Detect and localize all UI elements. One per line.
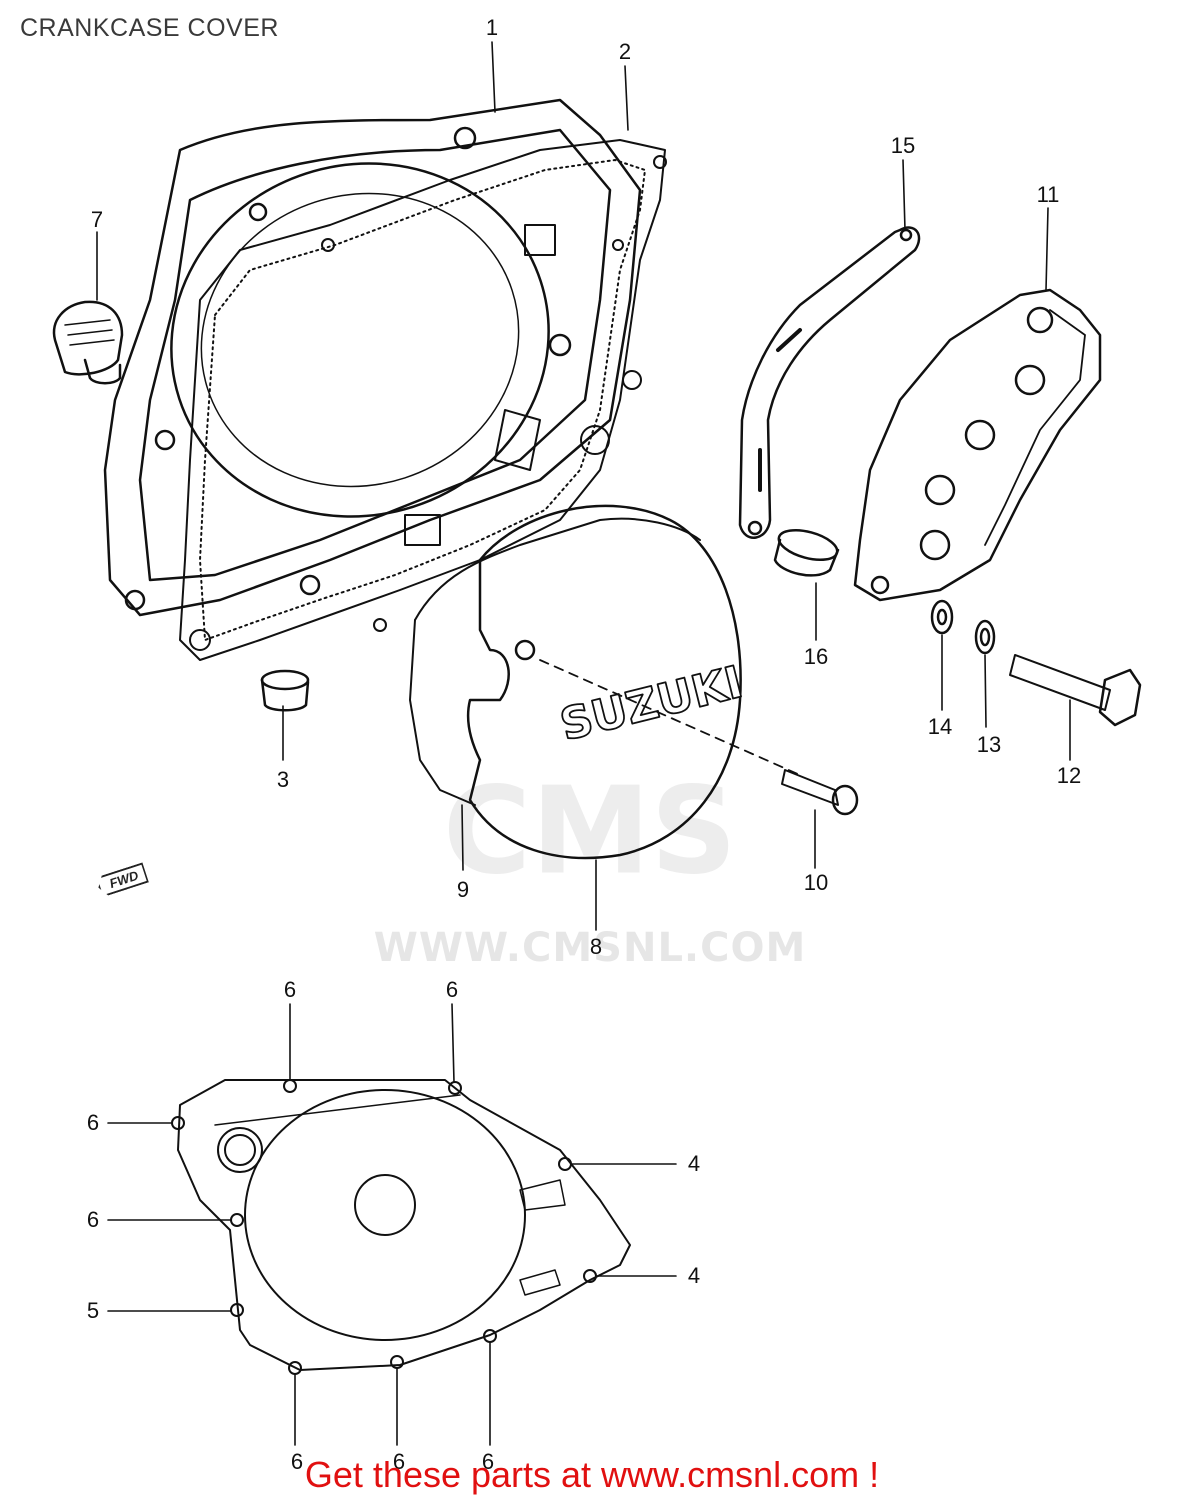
bracket-strap	[738, 226, 921, 539]
callout-15: 15	[890, 133, 916, 158]
lock-washer	[974, 619, 996, 655]
callout-6-bottom-middle: 6	[392, 1449, 406, 1474]
callout-6-top-right: 6	[445, 977, 459, 1002]
crankcase-cover-right	[103, 98, 642, 617]
callout-14: 14	[927, 714, 953, 739]
crankcase-cover-gasket	[179, 139, 667, 661]
magneto-cover-inner-view	[171, 1079, 631, 1375]
suzuki-emblem: SUZUKI	[555, 657, 747, 751]
cover-screw	[539, 659, 859, 816]
watermark-logo: CMS	[443, 762, 737, 902]
watermark-url: WWW.CMSNL.COM	[373, 925, 807, 971]
oil-filler-cap	[52, 300, 124, 385]
dowel-pin	[260, 669, 310, 712]
spacer-collar	[773, 528, 840, 577]
leader-lines	[96, 41, 1071, 1446]
footer-cta-link[interactable]: Get these parts at www.cmsnl.com !	[304, 1454, 880, 1495]
callout-6-top-left: 6	[283, 977, 297, 1002]
callout-6-bottom-right: 6	[481, 1449, 495, 1474]
callout-3: 3	[276, 767, 290, 792]
magneto-cover	[409, 504, 742, 860]
callout-8: 8	[589, 934, 603, 959]
callout-11: 11	[1036, 182, 1060, 207]
callout-7: 7	[90, 207, 104, 232]
callout-12: 12	[1056, 763, 1082, 788]
flat-washer	[930, 599, 954, 635]
callout-10: 10	[803, 870, 829, 895]
callout-6-left-upper: 6	[86, 1110, 100, 1135]
guard-bolt	[1009, 654, 1142, 727]
callout-5: 5	[86, 1298, 100, 1323]
callout-6-left-middle: 6	[86, 1207, 100, 1232]
callout-6-bottom-left: 6	[290, 1449, 304, 1474]
page-title: CRANKCASE COVER	[20, 14, 279, 42]
callout-9: 9	[456, 877, 470, 902]
callout-1: 1	[485, 15, 499, 40]
callout-13: 13	[976, 732, 1002, 757]
callout-2: 2	[618, 39, 632, 64]
callout-16: 16	[803, 644, 829, 669]
callout-4-lower: 4	[687, 1263, 701, 1288]
callout-4-upper: 4	[687, 1151, 701, 1176]
guard-plate	[853, 288, 1102, 602]
